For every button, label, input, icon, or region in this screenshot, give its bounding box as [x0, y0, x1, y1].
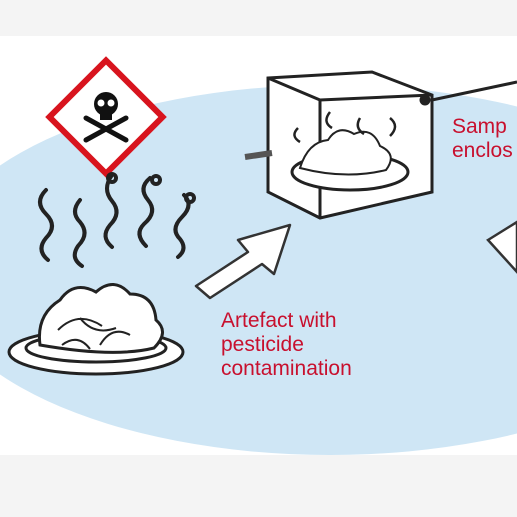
arrow-right-icon-partial	[486, 220, 517, 274]
contaminated-artefact	[7, 283, 185, 376]
vapour-lines	[38, 172, 196, 268]
sample-label-line1: Samp	[452, 115, 507, 138]
sample-enclosure-box	[244, 70, 517, 220]
artefact-label-line3: contamination	[221, 357, 352, 380]
arrow-right-icon	[194, 223, 292, 300]
artefact-label-line2: pesticide	[221, 333, 304, 356]
sample-label-line2: enclos	[452, 139, 513, 162]
artefact-label: Artefact with pesticide contamination	[221, 309, 352, 381]
artefact-label-line1: Artefact with	[221, 309, 337, 332]
sample-enclosure-label: Samp enclos	[452, 115, 513, 163]
skull-crossbones-hazard-icon	[45, 56, 167, 178]
